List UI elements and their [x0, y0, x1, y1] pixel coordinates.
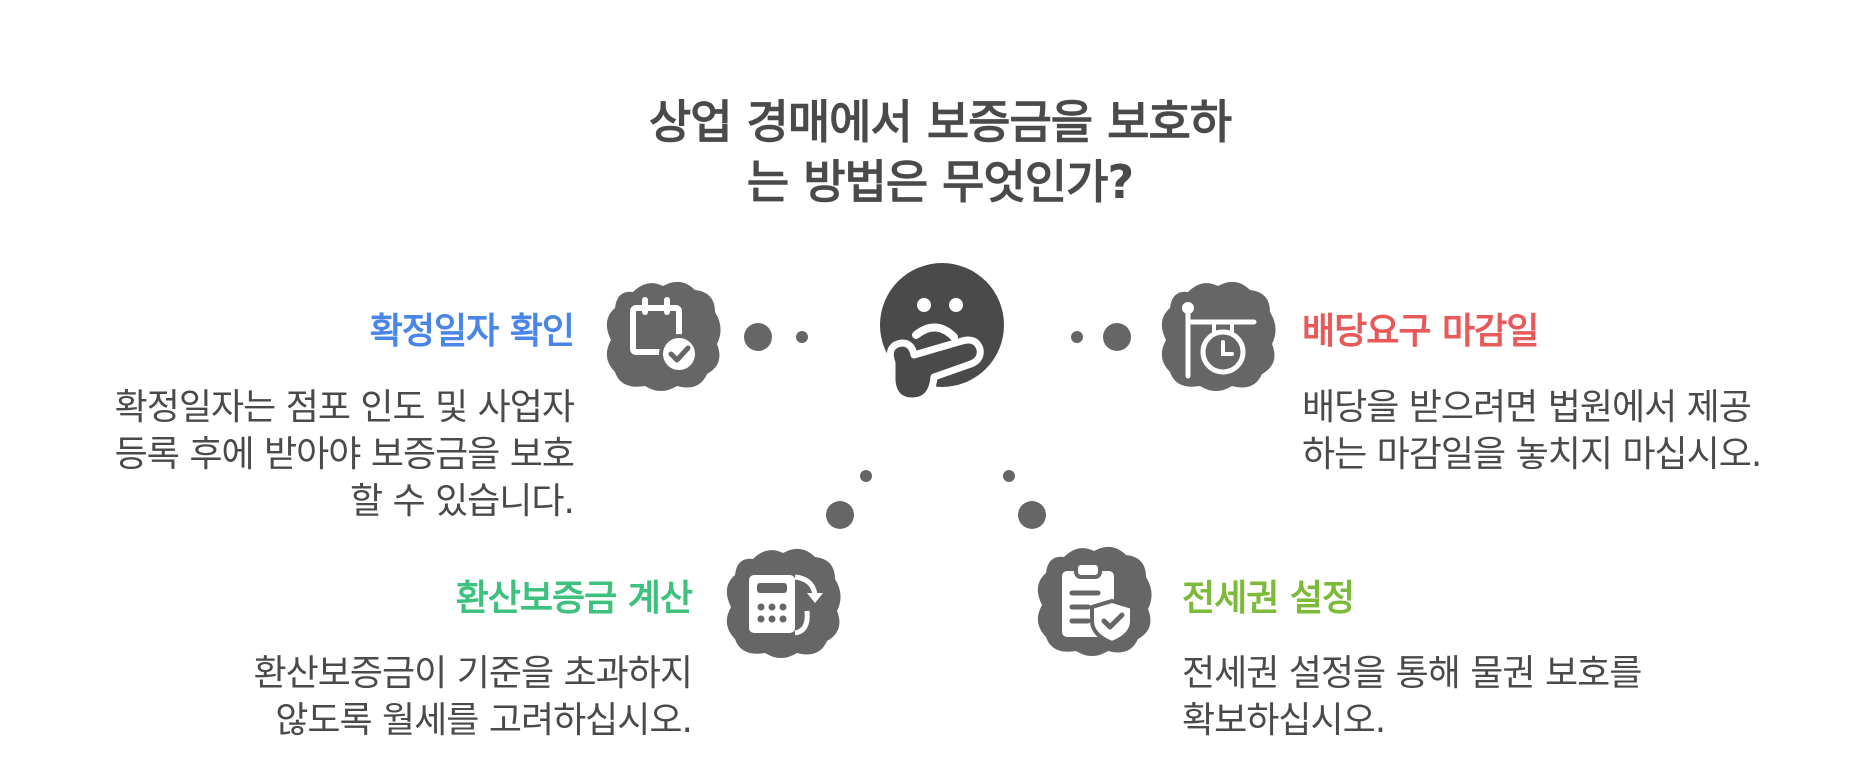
hanging-clock-sign-icon — [1158, 278, 1278, 394]
desc-line: 않도록 월세를 고려하십시오. — [275, 700, 693, 741]
thinking-face-icon — [872, 263, 1006, 403]
desc-dividend-deadline: 배당을 받으려면 법원에서 제공 하는 마감일을 놓치지 마십시오. — [1302, 384, 1762, 478]
title-line-1: 상업 경매에서 보증금을 보호하 — [648, 95, 1232, 149]
connector-dot — [796, 331, 808, 343]
title-line-2: 는 방법은 무엇인가? — [746, 155, 1134, 209]
desc-line: 확보하십시오. — [1182, 700, 1386, 741]
connector-dot — [826, 501, 854, 529]
desc-converted-deposit: 환산보증금이 기준을 초과하지 않도록 월세를 고려하십시오. — [160, 650, 693, 744]
clipboard-shield-icon — [1034, 543, 1154, 659]
connector-dot — [744, 323, 772, 351]
connector-dot — [1003, 470, 1015, 482]
desc-line: 배당을 받으려면 법원에서 제공 — [1302, 387, 1752, 428]
calendar-check-icon — [603, 278, 723, 394]
heading-dividend-deadline: 배당요구 마감일 — [1302, 311, 1539, 352]
diagram-title: 상업 경매에서 보증금을 보호하 는 방법은 무엇인가? — [560, 92, 1320, 212]
desc-line: 등록 후에 받아야 보증금을 보호 — [114, 434, 575, 475]
heading-confirmed-date: 확정일자 확인 — [369, 311, 575, 352]
connector-dot — [1018, 501, 1046, 529]
desc-line: 환산보증금이 기준을 초과하지 — [253, 653, 693, 694]
heading-jeonse-right: 전세권 설정 — [1182, 578, 1355, 619]
desc-jeonse-right: 전세권 설정을 통해 물권 보호를 확보하십시오. — [1182, 650, 1642, 744]
connector-dot — [860, 470, 872, 482]
connector-dot — [1103, 323, 1131, 351]
desc-line: 확정일자는 점포 인도 및 사업자 — [114, 387, 575, 428]
heading-converted-deposit: 환산보증금 계산 — [455, 578, 693, 619]
connector-dot — [1071, 331, 1083, 343]
desc-line: 전세권 설정을 통해 물권 보호를 — [1182, 653, 1642, 694]
desc-line: 할 수 있습니다. — [349, 481, 575, 522]
calculator-convert-icon — [723, 545, 843, 661]
desc-confirmed-date: 확정일자는 점포 인도 및 사업자 등록 후에 받아야 보증금을 보호 할 수 … — [40, 384, 575, 525]
desc-line: 하는 마감일을 놓치지 마십시오. — [1302, 434, 1762, 475]
